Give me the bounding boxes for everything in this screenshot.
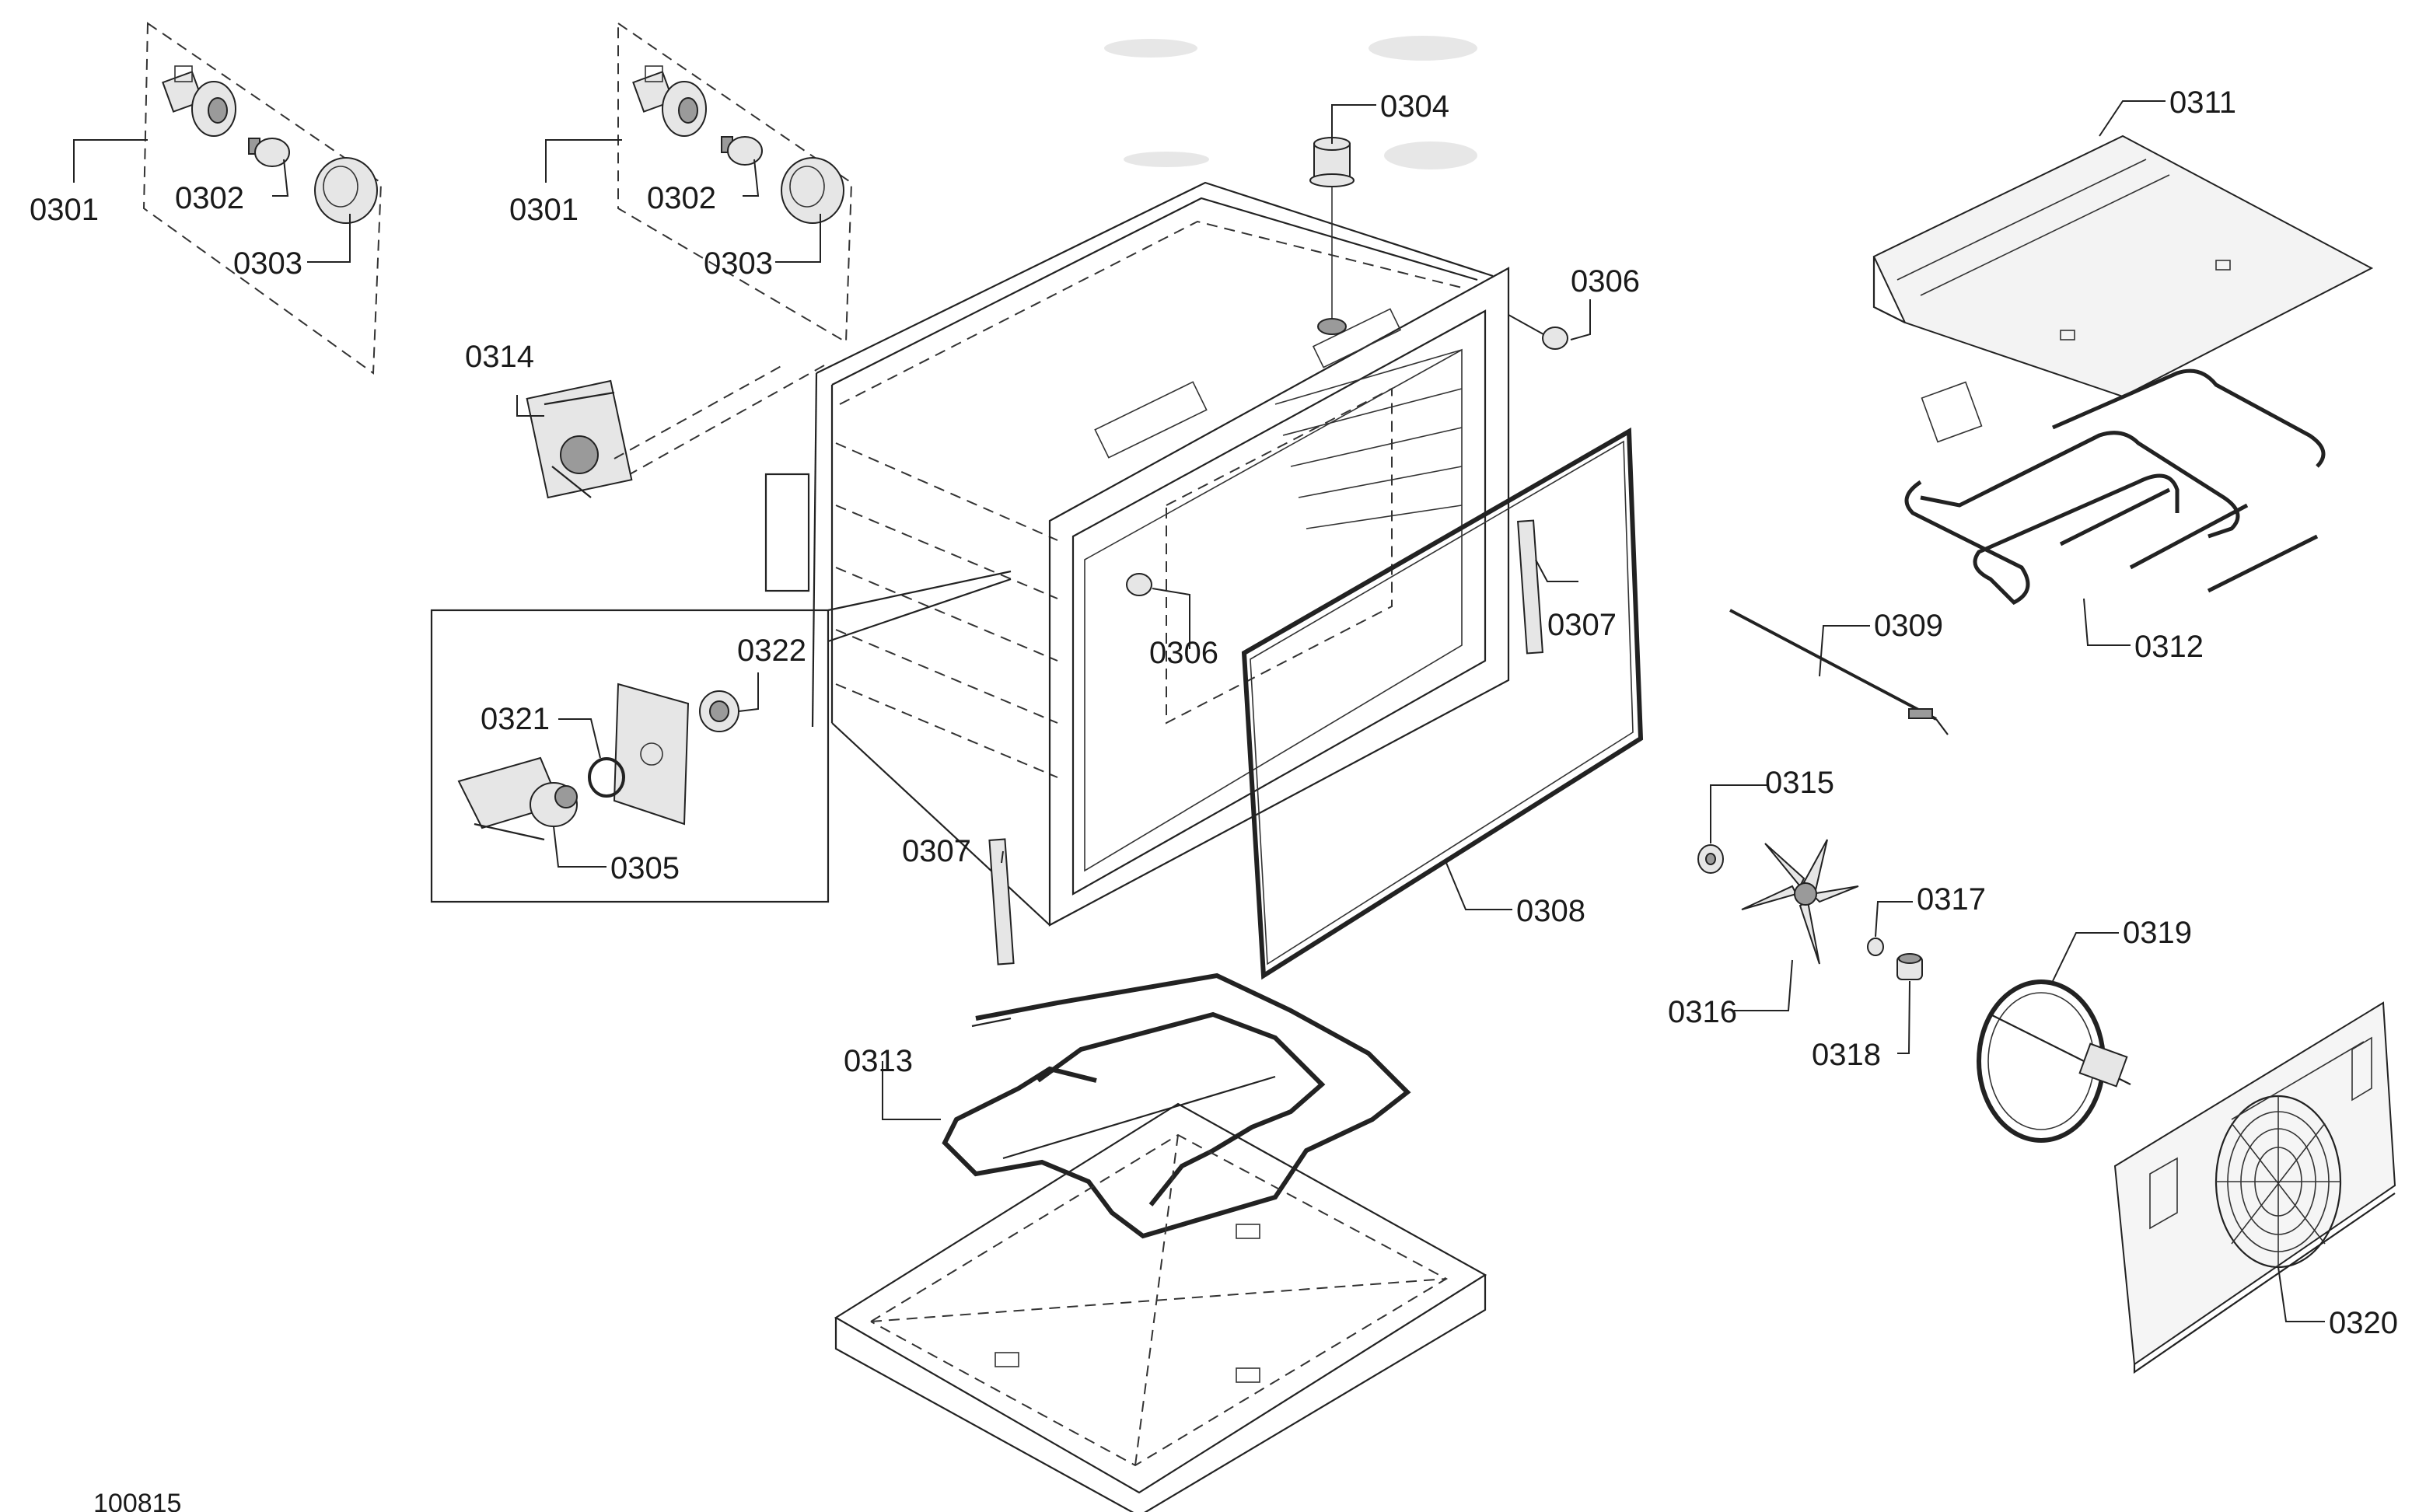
label-0317: 0317: [1917, 882, 1986, 917]
part-labels: 0301 0302 0303 0301 0302 0303 0304 0305 …: [30, 86, 2398, 1340]
label-0305: 0305: [610, 851, 680, 885]
lamp-bulb-right: [721, 136, 763, 166]
lamp-assembly-right: [617, 22, 853, 475]
screw-top: [1508, 314, 1568, 350]
leader-lines: [73, 100, 2325, 1322]
washer-0315: [1697, 844, 1724, 874]
label-0320: 0320: [2329, 1306, 2398, 1340]
bake-element: [942, 972, 1411, 1239]
label-0322: 0322: [737, 634, 806, 668]
rack-support-left: [988, 838, 1015, 966]
lamp-socket-left: [162, 65, 236, 137]
label-0321: 0321: [481, 702, 550, 736]
sensor-bracket: [457, 756, 578, 841]
cavity-side-rails: [835, 442, 1058, 778]
washer-0317: [1867, 938, 1884, 956]
label-0318: 0318: [1812, 1038, 1881, 1072]
fan-nut-0318: [1896, 953, 1923, 980]
label-0303-left: 0303: [233, 246, 302, 281]
cavity-bottom-panel: [834, 1102, 1487, 1512]
lamp-cover-left: [314, 157, 378, 224]
door-gasket: [1241, 427, 1644, 980]
cavity-top-bushing: [1309, 137, 1355, 335]
label-0312: 0312: [2134, 630, 2204, 664]
label-0309: 0309: [1874, 609, 1943, 643]
broil-element: [1904, 368, 2326, 606]
label-0319: 0319: [2123, 916, 2192, 950]
inset-detail-box: [430, 570, 1012, 903]
rack-support-right: [1517, 519, 1543, 655]
temperature-sensor: [1729, 609, 1949, 735]
label-0302-right: 0302: [647, 181, 716, 215]
convection-ring-element: [1977, 979, 2131, 1143]
lamp-socket-right: [632, 65, 707, 137]
label-0301-right: 0301: [509, 193, 579, 227]
lamp-bulb-left: [248, 138, 290, 167]
top-heat-shield: [1872, 134, 2374, 398]
label-0303-right: 0303: [704, 246, 773, 281]
label-0308: 0308: [1516, 894, 1585, 928]
label-0301-left: 0301: [30, 193, 99, 227]
label-0316: 0316: [1668, 995, 1737, 1029]
label-0304: 0304: [1380, 89, 1449, 124]
lamp-assembly-left: [142, 22, 383, 375]
label-0306-top: 0306: [1571, 264, 1640, 299]
cavity-inner-racks: [1274, 349, 1463, 529]
door-lock-switch: [526, 363, 786, 499]
convection-fan-blade: [1741, 839, 1859, 965]
label-0307-right: 0307: [1547, 608, 1617, 642]
label-0314: 0314: [465, 340, 534, 374]
convection-fan-cover: [2113, 1001, 2396, 1374]
label-0313: 0313: [844, 1044, 913, 1078]
diagram-id: 100815: [93, 1489, 181, 1512]
screw-front: [1126, 573, 1152, 596]
label-0315: 0315: [1765, 766, 1834, 800]
label-0311: 0311: [2169, 86, 2236, 120]
oven-cavity: [764, 181, 1510, 927]
lamp-cover-right: [781, 157, 844, 224]
label-0302-left: 0302: [175, 181, 244, 215]
label-0306-front: 0306: [1149, 636, 1218, 670]
scan-smudges: [1104, 36, 1477, 169]
label-0307-left: 0307: [902, 834, 971, 868]
